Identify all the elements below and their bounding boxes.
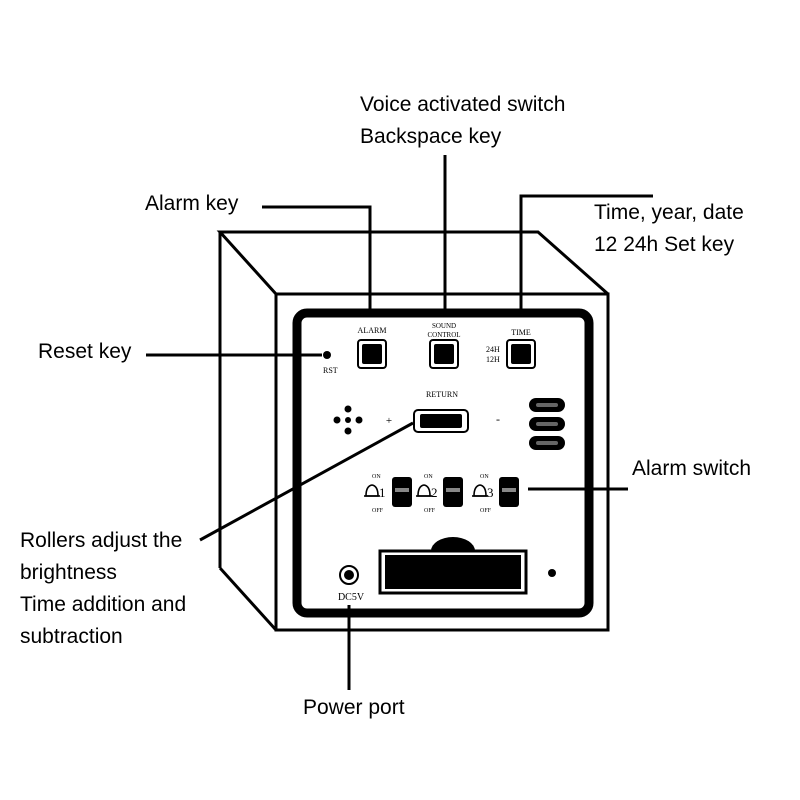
on-label: ON bbox=[480, 474, 489, 480]
alarm-key-leader bbox=[262, 205, 372, 312]
sound-label-line2: CONTROL bbox=[427, 331, 460, 339]
rollers-leader bbox=[199, 421, 414, 542]
off-label: OFF bbox=[372, 508, 384, 514]
alarm-switch-callout: Alarm switch bbox=[632, 457, 752, 480]
time-set-callout: Time, year, date 12 24h Set key bbox=[594, 197, 744, 261]
voice-switch-line2: Backspace key bbox=[360, 125, 502, 148]
label-24h: 24H bbox=[486, 345, 500, 354]
display-window bbox=[378, 537, 528, 595]
rollers-line2: brightness bbox=[20, 561, 117, 584]
alarm-button[interactable] bbox=[357, 339, 387, 369]
rollers-callout: Rollers adjust the brightness Time addit… bbox=[20, 525, 186, 653]
alarm-switch-3[interactable] bbox=[499, 477, 519, 507]
bell-icon bbox=[472, 484, 488, 497]
device-body bbox=[216, 230, 610, 632]
time-label: TIME bbox=[511, 328, 531, 337]
reset-button[interactable] bbox=[323, 351, 331, 359]
panel-frame bbox=[292, 308, 594, 618]
rst-label: RST bbox=[323, 366, 338, 375]
rollers-line4: subtraction bbox=[20, 625, 123, 648]
time-button[interactable] bbox=[506, 339, 536, 369]
sound-label-line1: SOUND bbox=[432, 322, 456, 330]
sound-control-button[interactable] bbox=[429, 339, 459, 369]
switch-number-2: 2 bbox=[431, 485, 438, 500]
minus-label: - bbox=[496, 412, 500, 426]
indicator-bars bbox=[529, 398, 565, 450]
time-set-leader bbox=[519, 194, 653, 312]
switch-number-3: 3 bbox=[487, 485, 494, 500]
time-set-line1: Time, year, date bbox=[594, 201, 744, 224]
rollers-line3: Time addition and bbox=[20, 593, 187, 616]
alarm-label: ALARM bbox=[358, 326, 387, 335]
dc5v-label: DC5V bbox=[338, 592, 365, 603]
off-label: OFF bbox=[480, 508, 492, 514]
leader-lines bbox=[146, 155, 653, 690]
bell-icon bbox=[364, 484, 380, 497]
alarm-switch-1[interactable] bbox=[392, 477, 412, 507]
off-label: OFF bbox=[424, 508, 436, 514]
bell-icon bbox=[416, 484, 432, 497]
on-label: ON bbox=[372, 474, 381, 480]
switch-number-1: 1 bbox=[379, 485, 386, 500]
brightness-roller[interactable] bbox=[413, 409, 469, 433]
plus-label: + bbox=[386, 415, 392, 427]
power-port-callout: Power port bbox=[303, 696, 405, 719]
reset-key-callout: Reset key bbox=[38, 340, 132, 363]
voice-switch-line1: Voice activated switch bbox=[360, 93, 566, 116]
sensor-dot bbox=[548, 569, 556, 577]
alarm-switch-2[interactable] bbox=[443, 477, 463, 507]
on-label: ON bbox=[424, 474, 433, 480]
alarm-key-callout: Alarm key bbox=[145, 192, 239, 215]
return-label: RETURN bbox=[426, 390, 458, 399]
speaker-holes bbox=[333, 405, 363, 435]
power-port[interactable] bbox=[339, 565, 359, 585]
time-set-line2: 12 24h Set key bbox=[594, 233, 735, 256]
rollers-line1: Rollers adjust the bbox=[20, 529, 183, 552]
label-12h: 12H bbox=[486, 355, 500, 364]
voice-switch-callout: Voice activated switch Backspace key bbox=[360, 89, 565, 153]
